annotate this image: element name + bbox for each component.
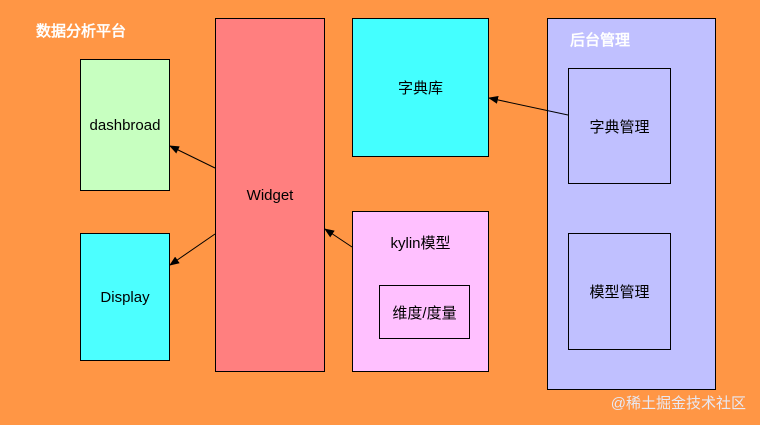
kylin-model-label: kylin模型	[390, 235, 451, 252]
dimension-measure-label: 维度/度量	[392, 304, 457, 322]
arrow-kylin-to-widget	[324, 228, 353, 248]
display-label: Display	[100, 288, 150, 306]
diagram-title: 数据分析平台	[36, 23, 127, 40]
backend-label: 后台管理	[570, 32, 631, 49]
dict-mgmt-node: 字典管理	[568, 68, 671, 184]
arrow-widget-to-display	[169, 233, 216, 266]
widget-node: Widget	[215, 18, 325, 372]
widget-label: Widget	[246, 186, 294, 204]
display-node: Display	[80, 233, 170, 361]
dimension-measure-node: 维度/度量	[379, 285, 470, 339]
model-mgmt-label: 模型管理	[589, 284, 650, 301]
arrow-dictmgmt-to-dictlib	[488, 95, 569, 116]
dashbroad-label: dashbroad	[89, 116, 161, 134]
dict-lib-label: 字典库	[397, 80, 443, 97]
dict-lib-node: 字典库	[352, 18, 489, 157]
watermark: @稀土掘金技术社区	[610, 395, 746, 412]
dashbroad-node: dashbroad	[80, 59, 170, 191]
dict-mgmt-label: 字典管理	[589, 118, 650, 136]
model-mgmt-node: 模型管理	[568, 233, 671, 350]
arrow-widget-to-dashbroad	[169, 145, 216, 169]
